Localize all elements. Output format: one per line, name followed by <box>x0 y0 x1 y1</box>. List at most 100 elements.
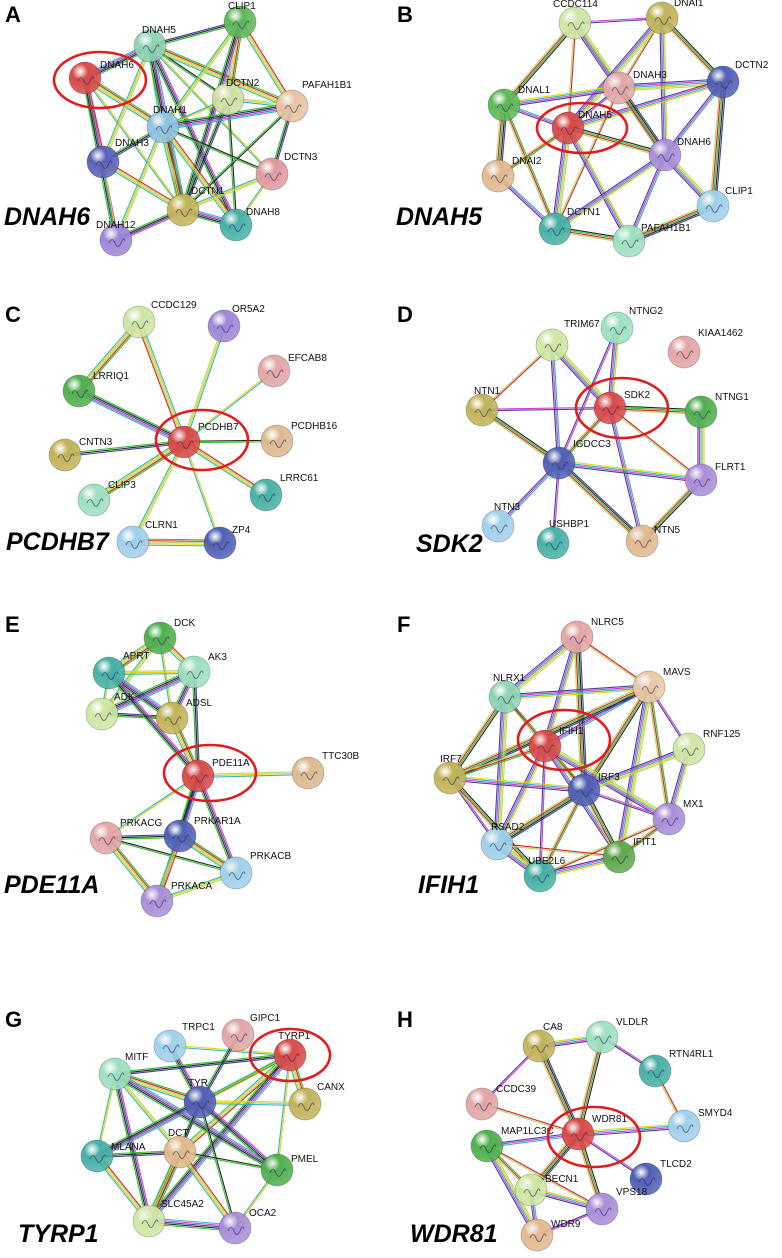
protein-node[interactable]: IGDCC3 <box>542 439 611 480</box>
protein-node[interactable]: PRKACB <box>219 851 291 890</box>
protein-node[interactable]: DNAH5 <box>133 25 176 63</box>
protein-node[interactable]: APRT <box>92 651 150 690</box>
interaction-edge <box>618 79 723 88</box>
protein-node[interactable]: CNTN3 <box>48 437 113 472</box>
protein-node[interactable]: NTNG1 <box>684 392 749 429</box>
protein-node[interactable]: MITF <box>98 1052 148 1091</box>
interaction-edge <box>555 128 571 230</box>
protein-node[interactable]: PRKAR1A <box>163 816 241 853</box>
protein-node[interactable]: GIPC1 <box>221 1013 280 1052</box>
query-gene-highlight <box>52 50 148 110</box>
protein-node[interactable]: DCTN3 <box>255 152 318 191</box>
protein-node[interactable]: PCDHB7 <box>167 422 239 459</box>
interaction-edge <box>137 322 184 443</box>
interaction-edge <box>183 99 230 211</box>
protein-node[interactable]: CCDC114 <box>553 0 598 40</box>
protein-node[interactable]: DNAH3 <box>602 70 667 105</box>
protein-node[interactable]: DNAH12 <box>96 220 136 257</box>
protein-node[interactable]: CLIP3 <box>77 480 136 517</box>
protein-node[interactable]: DCTN2 <box>706 60 769 99</box>
protein-node[interactable]: CLIP1 <box>223 1 257 39</box>
protein-node[interactable]: PMEL <box>260 1153 319 1187</box>
protein-node[interactable]: OCA2 <box>218 1208 277 1245</box>
protein-node[interactable]: WDR81 <box>561 1114 627 1151</box>
protein-node[interactable]: LRRC61 <box>249 473 319 512</box>
protein-node[interactable]: DNAH6 <box>68 60 134 95</box>
protein-node[interactable]: PAFAH1B1 <box>275 80 352 123</box>
protein-node[interactable]: MAVS <box>632 667 691 704</box>
protein-node[interactable]: DCT <box>163 1128 197 1169</box>
protein-node[interactable]: PCDHB16 <box>260 421 338 458</box>
protein-node[interactable]: DCK <box>143 618 195 655</box>
protein-node[interactable]: RTN4RL1 <box>638 1049 714 1088</box>
protein-node[interactable]: NLRX1 <box>488 673 526 714</box>
protein-node[interactable]: TLCD2 <box>629 1159 692 1196</box>
protein-node[interactable]: CANX <box>288 1082 345 1121</box>
protein-node[interactable]: DNAH5 <box>551 110 612 145</box>
protein-node[interactable]: VLDLR <box>585 1017 648 1054</box>
protein-node[interactable]: MAP1LC3C <box>470 1126 554 1163</box>
protein-node[interactable]: LRRIQ1 <box>62 371 130 408</box>
protein-node-ball <box>249 478 283 512</box>
protein-node[interactable]: TRIM67 <box>535 319 600 362</box>
protein-node[interactable]: IRF3 <box>567 772 620 807</box>
protein-node[interactable]: TTC30B <box>291 751 360 790</box>
protein-node[interactable]: DCTN2 <box>211 78 260 116</box>
protein-node[interactable]: PDE11A <box>181 758 250 793</box>
protein-node[interactable]: CCDC129 <box>122 300 197 339</box>
protein-node[interactable]: CLIP1 <box>696 186 753 223</box>
protein-node[interactable]: DNAH1 <box>146 105 187 144</box>
protein-node[interactable]: PRKACG <box>89 818 162 855</box>
protein-node[interactable]: IRF7 <box>433 754 467 795</box>
protein-node[interactable]: TYRP1 <box>273 1031 311 1072</box>
interaction-edge <box>78 390 185 443</box>
protein-node[interactable]: RSAD2 <box>480 822 525 861</box>
protein-node[interactable]: ADK <box>85 692 135 731</box>
protein-node[interactable]: NTN3 <box>481 502 521 543</box>
protein-node[interactable]: USHBP1 <box>536 519 589 560</box>
protein-node[interactable]: UBE2L6 <box>523 856 566 893</box>
protein-node[interactable]: ADSL <box>155 698 213 735</box>
protein-node[interactable]: RNF125 <box>672 729 741 766</box>
protein-node[interactable]: SMYD4 <box>667 1108 733 1143</box>
protein-node[interactable]: NTNG2 <box>600 306 663 345</box>
protein-node[interactable]: SDK2 <box>593 390 651 425</box>
protein-node[interactable]: MLANA <box>80 1139 146 1173</box>
protein-node-ball <box>218 1211 252 1245</box>
protein-node[interactable]: DNAI1 <box>645 0 704 35</box>
protein-node[interactable]: NLRC5 <box>560 617 624 654</box>
protein-node[interactable]: BECN1 <box>514 1173 579 1207</box>
protein-node[interactable]: MX1 <box>652 799 704 836</box>
protein-node[interactable]: DNAH8 <box>219 207 280 242</box>
interaction-edge <box>450 777 541 876</box>
protein-node[interactable]: IFIT1 <box>602 837 657 874</box>
protein-node[interactable]: DCTN1 <box>538 207 601 246</box>
protein-node[interactable]: NTN1 <box>465 386 501 427</box>
interaction-edge <box>504 89 620 108</box>
protein-node[interactable]: AK3 <box>177 652 227 689</box>
protein-node[interactable]: WDR9 <box>520 1218 581 1252</box>
protein-node[interactable]: DNAI2 <box>481 156 542 193</box>
protein-node[interactable]: CLRN1 <box>116 520 178 559</box>
protein-node[interactable]: ZP4 <box>203 525 251 560</box>
interaction-edge <box>106 674 197 778</box>
protein-node[interactable]: SLC45A2 <box>132 1199 204 1238</box>
protein-node[interactable]: FLRT1 <box>684 462 746 497</box>
protein-node[interactable]: CA8 <box>522 1022 563 1063</box>
protein-node[interactable]: VPS18 <box>585 1187 648 1226</box>
protein-node[interactable]: PRKACA <box>140 881 212 918</box>
protein-node[interactable]: DCTN1 <box>166 186 225 227</box>
protein-node[interactable]: KIAA1462 <box>667 328 743 369</box>
protein-node[interactable]: IFIH1 <box>528 726 584 763</box>
protein-node[interactable]: PAFAH1B1 <box>612 223 691 258</box>
interaction-edge <box>549 345 559 464</box>
protein-node[interactable]: DNAH6 <box>648 137 711 172</box>
protein-node[interactable]: NTN5 <box>625 524 681 558</box>
protein-node[interactable]: DNAL1 <box>487 85 551 122</box>
protein-node[interactable]: EFCAB8 <box>257 353 327 388</box>
protein-node[interactable]: TYR <box>183 1078 217 1119</box>
protein-node[interactable]: DNAH3 <box>86 138 149 179</box>
protein-node[interactable]: TRPC1 <box>153 1022 215 1063</box>
protein-node[interactable]: OR5A2 <box>207 304 265 343</box>
protein-node[interactable]: CCDC39 <box>465 1084 536 1121</box>
